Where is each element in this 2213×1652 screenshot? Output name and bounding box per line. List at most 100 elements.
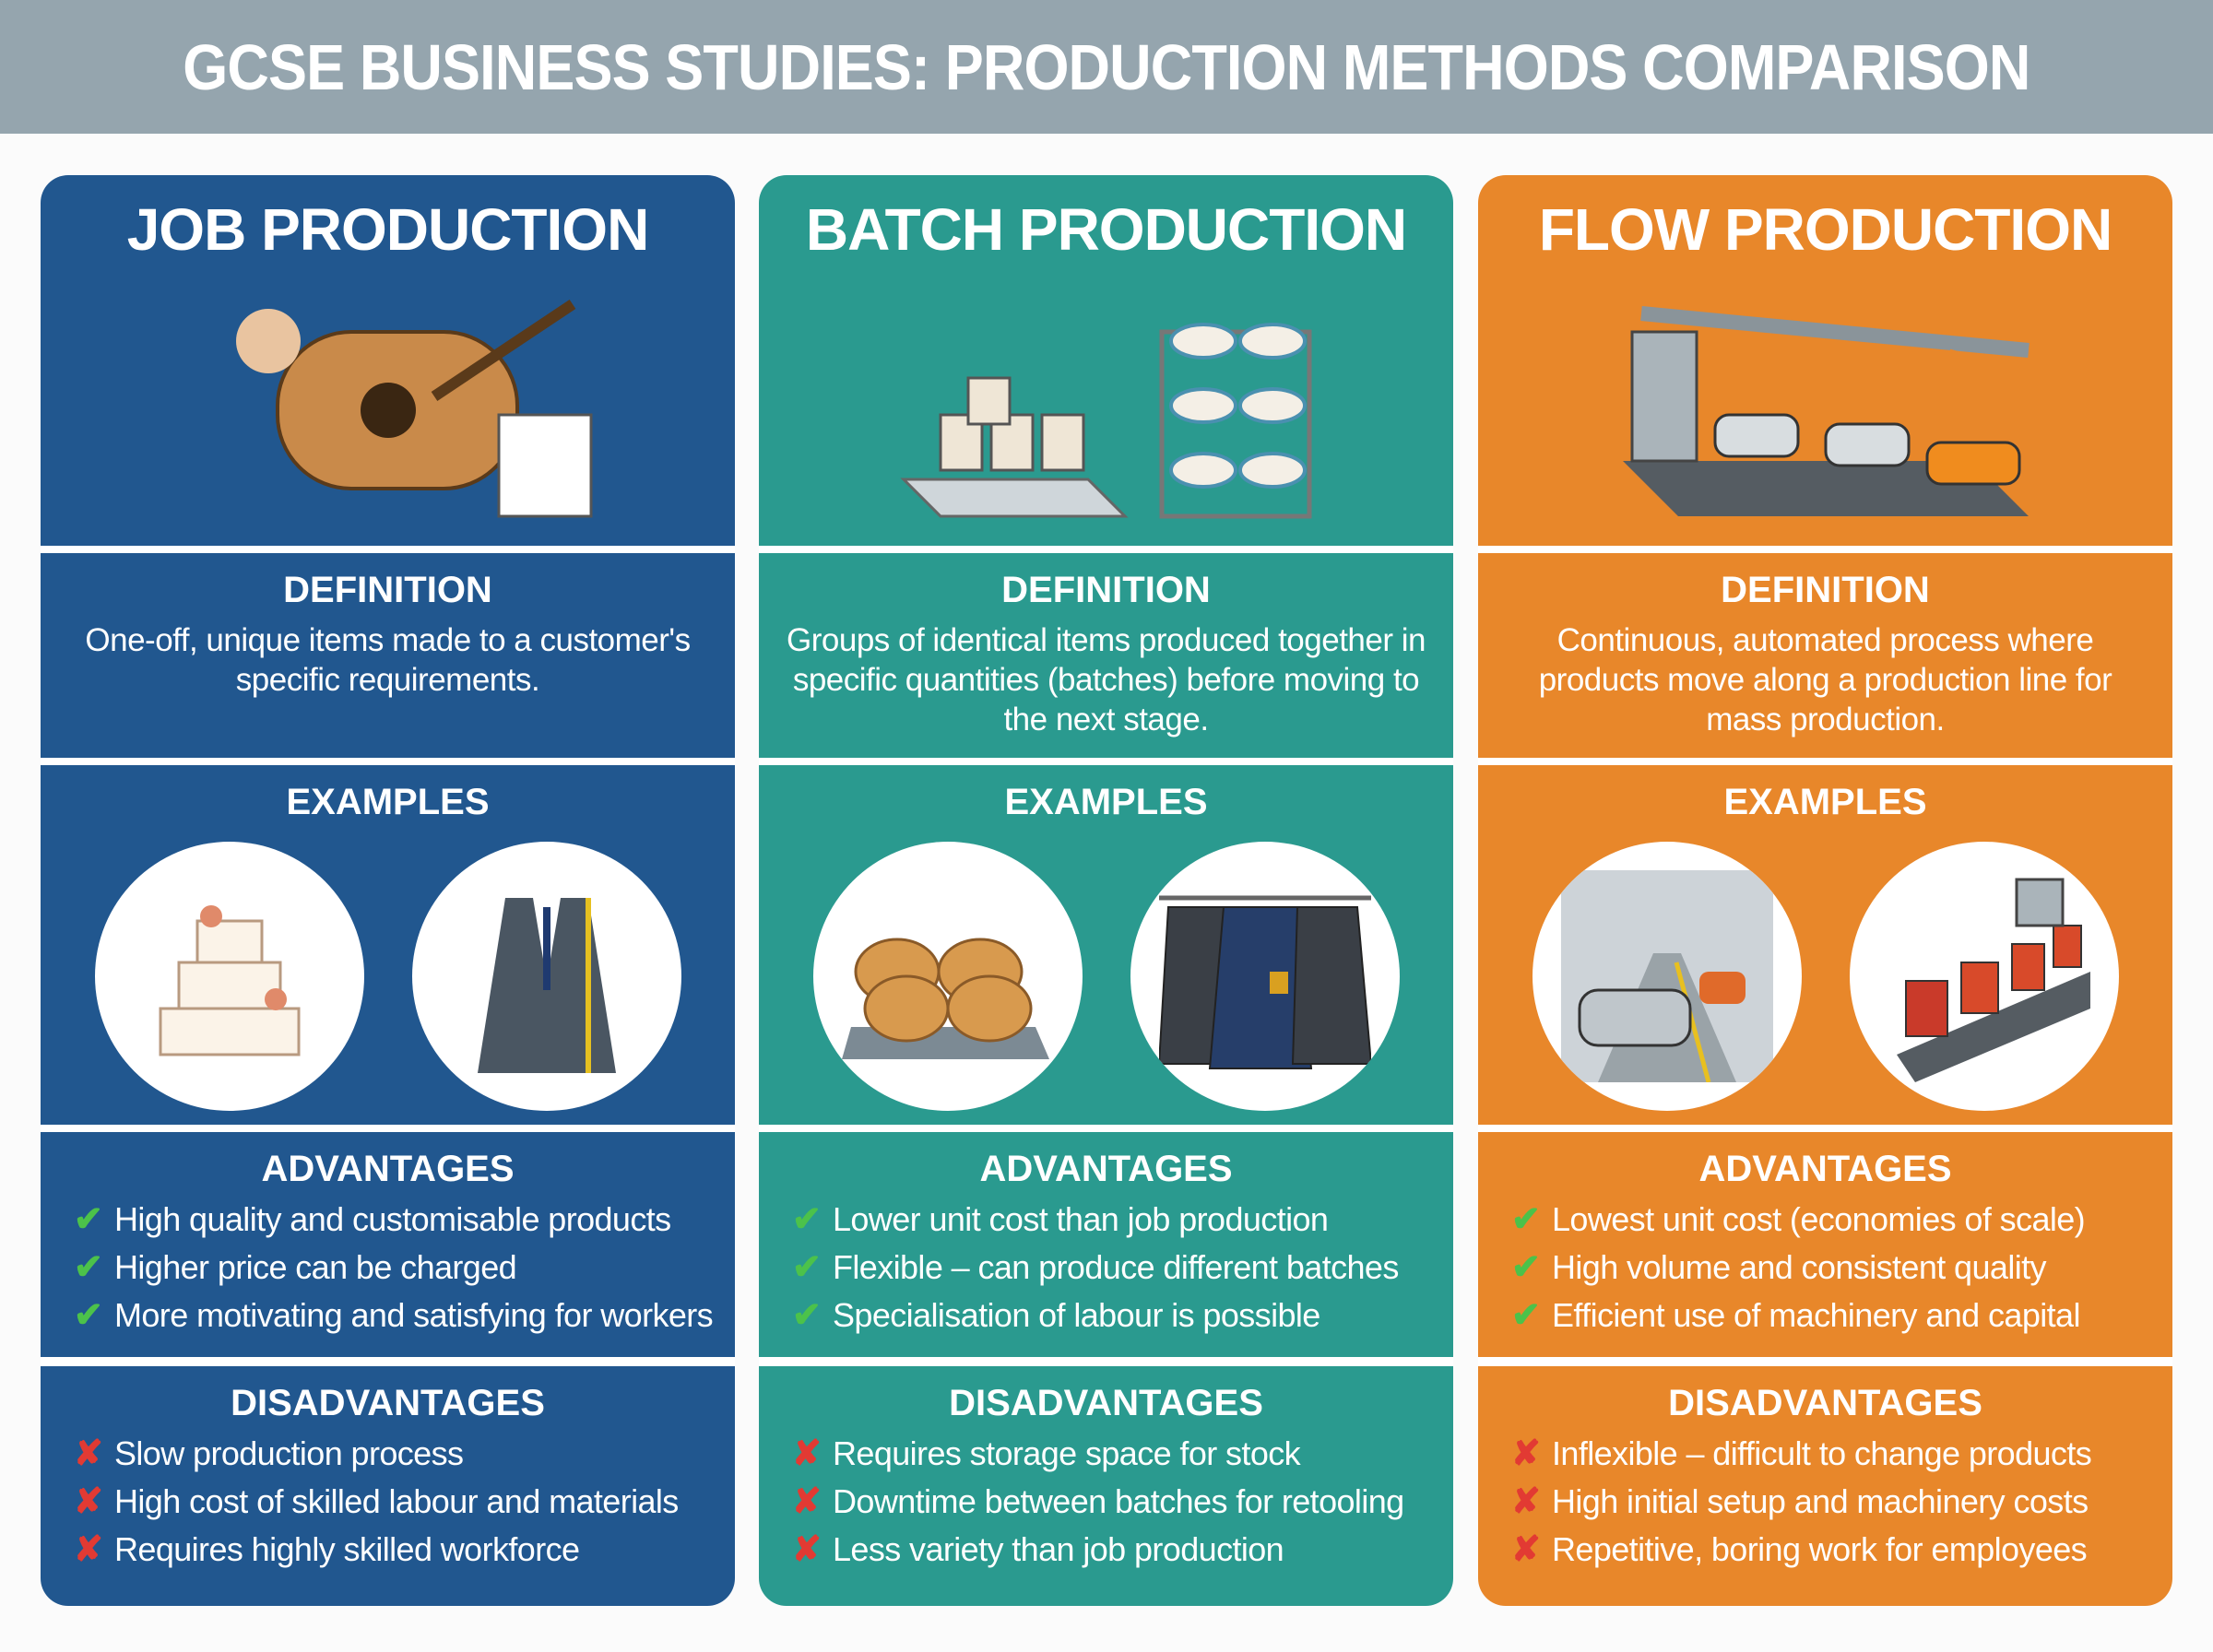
item-text: High cost of skilled labour and material…: [114, 1482, 679, 1520]
item-text: Slow production process: [114, 1434, 464, 1472]
disadvantage-item: ✘Repetitive, boring work for employees: [1511, 1526, 2172, 1574]
disadvantages-list: ✘ Slow production process ✘ High cost of sk…: [74, 1430, 735, 1574]
check-icon: ✔: [1511, 1248, 1541, 1287]
item-text: More motivating and satisfying for worke…: [114, 1296, 714, 1334]
check-icon: ✔: [1511, 1200, 1541, 1239]
item-text: Requires storage space for stock: [833, 1434, 1301, 1472]
definition-heading: DEFINITION: [283, 570, 492, 610]
examples-heading: EXAMPLES: [286, 782, 490, 822]
column-title-section: JOB PRODUCTION: [41, 175, 735, 546]
wedding-cake-icon: [94, 842, 364, 1111]
advantage-item: ✔ High volume and consistent quality: [1511, 1244, 2172, 1292]
column-flow: FLOW PRODUCTION DEFINITION Continuous, a…: [1478, 175, 2172, 1606]
disadvantages-list: ✘Requires storage space for stock✘Downti…: [792, 1430, 1453, 1574]
column-title: BATCH PRODUCTION: [805, 196, 1407, 263]
disadvantages-section: DISADVANTAGES ✘ Slow production process ✘ H…: [41, 1366, 735, 1606]
cross-icon: ✘: [1511, 1482, 1541, 1521]
column-job: JOB PRODUCTION DEFINITION One-off, uniqu…: [41, 175, 735, 1606]
bread-loaves-icon: [812, 842, 1083, 1111]
item-text: High quality and customisable products: [114, 1200, 671, 1238]
check-icon: ✔: [74, 1200, 103, 1239]
disadvantage-item: ✘ Less variety than job production: [792, 1526, 1453, 1574]
disadvantage-item: ✘Requires storage space for stock: [792, 1430, 1453, 1478]
disadvantage-item: ✘ High initial setup and machinery costs: [1511, 1478, 2172, 1526]
disadvantages-section: DISADVANTAGES ✘Requires storage space fo…: [759, 1366, 1453, 1606]
examples-section: EXAMPLES: [759, 765, 1453, 1125]
canned-food-line-icon: [1849, 842, 2119, 1111]
advantage-item: ✔Efficient use of machinery and capital: [1511, 1292, 2172, 1339]
item-text: Less variety than job production: [833, 1530, 1284, 1568]
advantages-section: ADVANTAGES ✔Lowest unit cost (economies …: [1478, 1132, 2172, 1357]
examples-section: EXAMPLES: [41, 765, 735, 1125]
column-title-section: FLOW PRODUCTION: [1478, 175, 2172, 546]
check-icon: ✔: [792, 1200, 822, 1239]
advantage-item: ✔ Specialisation of labour is possible: [792, 1292, 1453, 1339]
item-text: Requires highly skilled workforce: [114, 1530, 580, 1568]
disadvantage-item: ✘ Requires highly skilled workforce: [74, 1526, 735, 1574]
definition-text: One-off, unique items made to a customer…: [85, 622, 691, 698]
disadvantages-list: ✘ Inflexible – difficult to change produc…: [1511, 1430, 2172, 1574]
definition-section: DEFINITION Groups of identical items pro…: [759, 553, 1453, 758]
advantages-section: ADVANTAGES ✔ Lower unit cost than job pro…: [759, 1132, 1453, 1357]
car-assembly-line-icon: [1622, 306, 2030, 516]
item-text: Specialisation of labour is possible: [833, 1296, 1320, 1334]
column-title: JOB PRODUCTION: [126, 196, 650, 263]
check-icon: ✔: [792, 1296, 822, 1335]
disadvantage-item: ✘ Downtime between batches for retooling: [792, 1478, 1453, 1526]
definition-text: Continuous, automated process where prod…: [1538, 622, 2112, 738]
definition-text: Groups of identical items produced toget…: [787, 622, 1426, 738]
car-factory-icon: [1532, 842, 1802, 1111]
check-icon: ✔: [1511, 1296, 1541, 1335]
examples-heading: EXAMPLES: [1723, 782, 1927, 822]
advantage-item: ✔ Flexible – can produce different batche…: [792, 1244, 1453, 1292]
disadvantages-heading: DISADVANTAGES: [949, 1383, 1263, 1423]
advantages-heading: ADVANTAGES: [261, 1149, 515, 1189]
definition-section: DEFINITION Continuous, automated process…: [1478, 553, 2172, 758]
column-title-section: BATCH PRODUCTION: [759, 175, 1453, 546]
page-title: GCSE BUSINESS STUDIES: PRODUCTION METHOD…: [183, 30, 2030, 103]
examples-heading: EXAMPLES: [1004, 782, 1208, 822]
item-text: Flexible – can produce different batches: [833, 1248, 1399, 1286]
examples-section: EXAMPLES: [1478, 765, 2172, 1125]
advantage-item: ✔ More motivating and satisfying for work…: [74, 1292, 735, 1339]
advantage-item: ✔ High quality and customisable products: [74, 1196, 735, 1244]
disadvantages-heading: DISADVANTAGES: [231, 1383, 545, 1423]
check-icon: ✔: [792, 1248, 822, 1287]
disadvantage-item: ✘ Inflexible – difficult to change produc…: [1511, 1430, 2172, 1478]
disadvantages-section: DISADVANTAGES ✘ Inflexible – difficult to…: [1478, 1366, 2172, 1606]
disadvantages-heading: DISADVANTAGES: [1668, 1383, 1982, 1423]
advantages-list: ✔High quality and customisable products✔…: [74, 1196, 735, 1339]
column-batch: BATCH PRODUCTION DEFINITION Groups of id…: [759, 175, 1453, 1606]
advantages-section: ADVANTAGES ✔ High quality and customisabl…: [41, 1132, 735, 1357]
advantages-heading: ADVANTAGES: [979, 1149, 1233, 1189]
tailored-suit-icon: [411, 842, 681, 1111]
item-text: Lower unit cost than job production: [833, 1200, 1329, 1238]
item-text: Inflexible – difficult to change product…: [1552, 1434, 2092, 1472]
definition-heading: DEFINITION: [1721, 570, 1930, 610]
cross-icon: ✘: [1511, 1530, 1541, 1569]
definition-heading: DEFINITION: [1001, 570, 1211, 610]
advantages-list: ✔ Lower unit cost than job production ✔ Fle…: [792, 1196, 1453, 1339]
advantages-list: ✔ Lowest unit cost (economies of scale) ✔ H…: [1511, 1196, 2172, 1339]
mugs-and-bowls-icon: [899, 323, 1311, 519]
item-text: Higher price can be charged: [114, 1248, 517, 1286]
definition-section: DEFINITION One-off, unique items made to…: [41, 553, 735, 758]
item-text: High initial setup and machinery costs: [1552, 1482, 2089, 1520]
column-title: FLOW PRODUCTION: [1538, 196, 2112, 263]
disadvantage-item: ✘ High cost of skilled labour and materia…: [74, 1478, 735, 1526]
cross-icon: ✘: [74, 1530, 103, 1569]
header-banner: GCSE BUSINESS STUDIES: PRODUCTION METHOD…: [0, 0, 2213, 134]
cross-icon: ✘: [792, 1530, 822, 1569]
cross-icon: ✘: [792, 1482, 822, 1521]
item-text: Downtime between batches for retooling: [833, 1482, 1404, 1520]
cross-icon: ✘: [74, 1482, 103, 1521]
craftsman-guitar-icon: [235, 300, 592, 518]
advantage-item: ✔ Lower unit cost than job production: [792, 1196, 1453, 1244]
check-icon: ✔: [74, 1248, 103, 1287]
item-text: High volume and consistent quality: [1552, 1248, 2047, 1286]
advantage-item: ✔ Lowest unit cost (economies of scale): [1511, 1196, 2172, 1244]
cross-icon: ✘: [74, 1434, 103, 1473]
item-text: Lowest unit cost (economies of scale): [1552, 1200, 2086, 1238]
cross-icon: ✘: [1511, 1434, 1541, 1473]
check-icon: ✔: [74, 1296, 103, 1335]
